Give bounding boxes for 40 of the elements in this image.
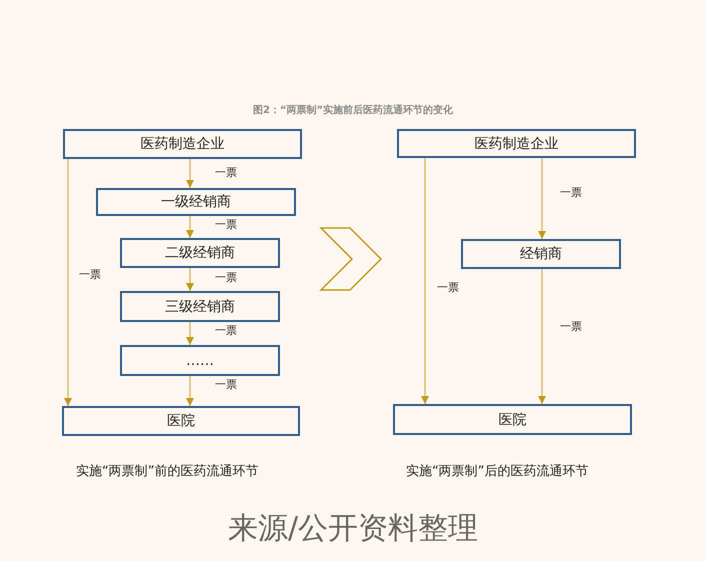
edge-label: 一票 <box>214 165 238 180</box>
process-box <box>397 129 636 158</box>
arrow <box>186 268 194 291</box>
flow-caption: 实施“两票制”后的医药流通环节 <box>406 463 588 480</box>
box-label: 医院 <box>498 410 526 428</box>
box-label: …… <box>186 352 214 368</box>
edge-label: 一票 <box>559 319 583 334</box>
arrow <box>538 158 546 239</box>
box-label: 一级经销商 <box>161 193 231 211</box>
process-box <box>96 188 296 216</box>
arrow <box>64 159 72 406</box>
chart-title: 图2：“两票制”实施前后医药流通环节的变化 <box>252 103 454 117</box>
box-label: 三级经销商 <box>165 298 235 316</box>
box-label: 经销商 <box>520 245 562 263</box>
flow-caption: 实施“两票制”前的医药流通环节 <box>76 463 258 480</box>
edge-label: 一票 <box>214 217 238 232</box>
edge-label: 一票 <box>78 267 102 282</box>
edge-label: 一票 <box>214 270 238 285</box>
box-label: 医药制造企业 <box>474 134 558 152</box>
process-box <box>393 404 632 435</box>
box-label: 医院 <box>167 412 195 430</box>
box-label: 医药制造企业 <box>140 135 224 153</box>
arrow <box>186 216 194 238</box>
arrow <box>538 269 546 404</box>
process-box <box>461 239 621 269</box>
process-box <box>63 129 302 159</box>
edge-label: 一票 <box>559 185 583 200</box>
arrow <box>186 159 194 188</box>
arrow <box>186 376 194 406</box>
arrow <box>421 158 429 404</box>
edge-label: 一票 <box>436 280 460 295</box>
edge-label: 一票 <box>214 323 238 338</box>
process-box <box>62 406 300 436</box>
source-note: 来源/公开资料整理 <box>226 510 480 548</box>
process-box <box>120 238 280 268</box>
process-box <box>120 291 280 322</box>
edge-label: 一票 <box>214 377 238 392</box>
process-box <box>120 345 280 376</box>
box-label: 二级经销商 <box>165 244 235 262</box>
arrow <box>186 322 194 345</box>
